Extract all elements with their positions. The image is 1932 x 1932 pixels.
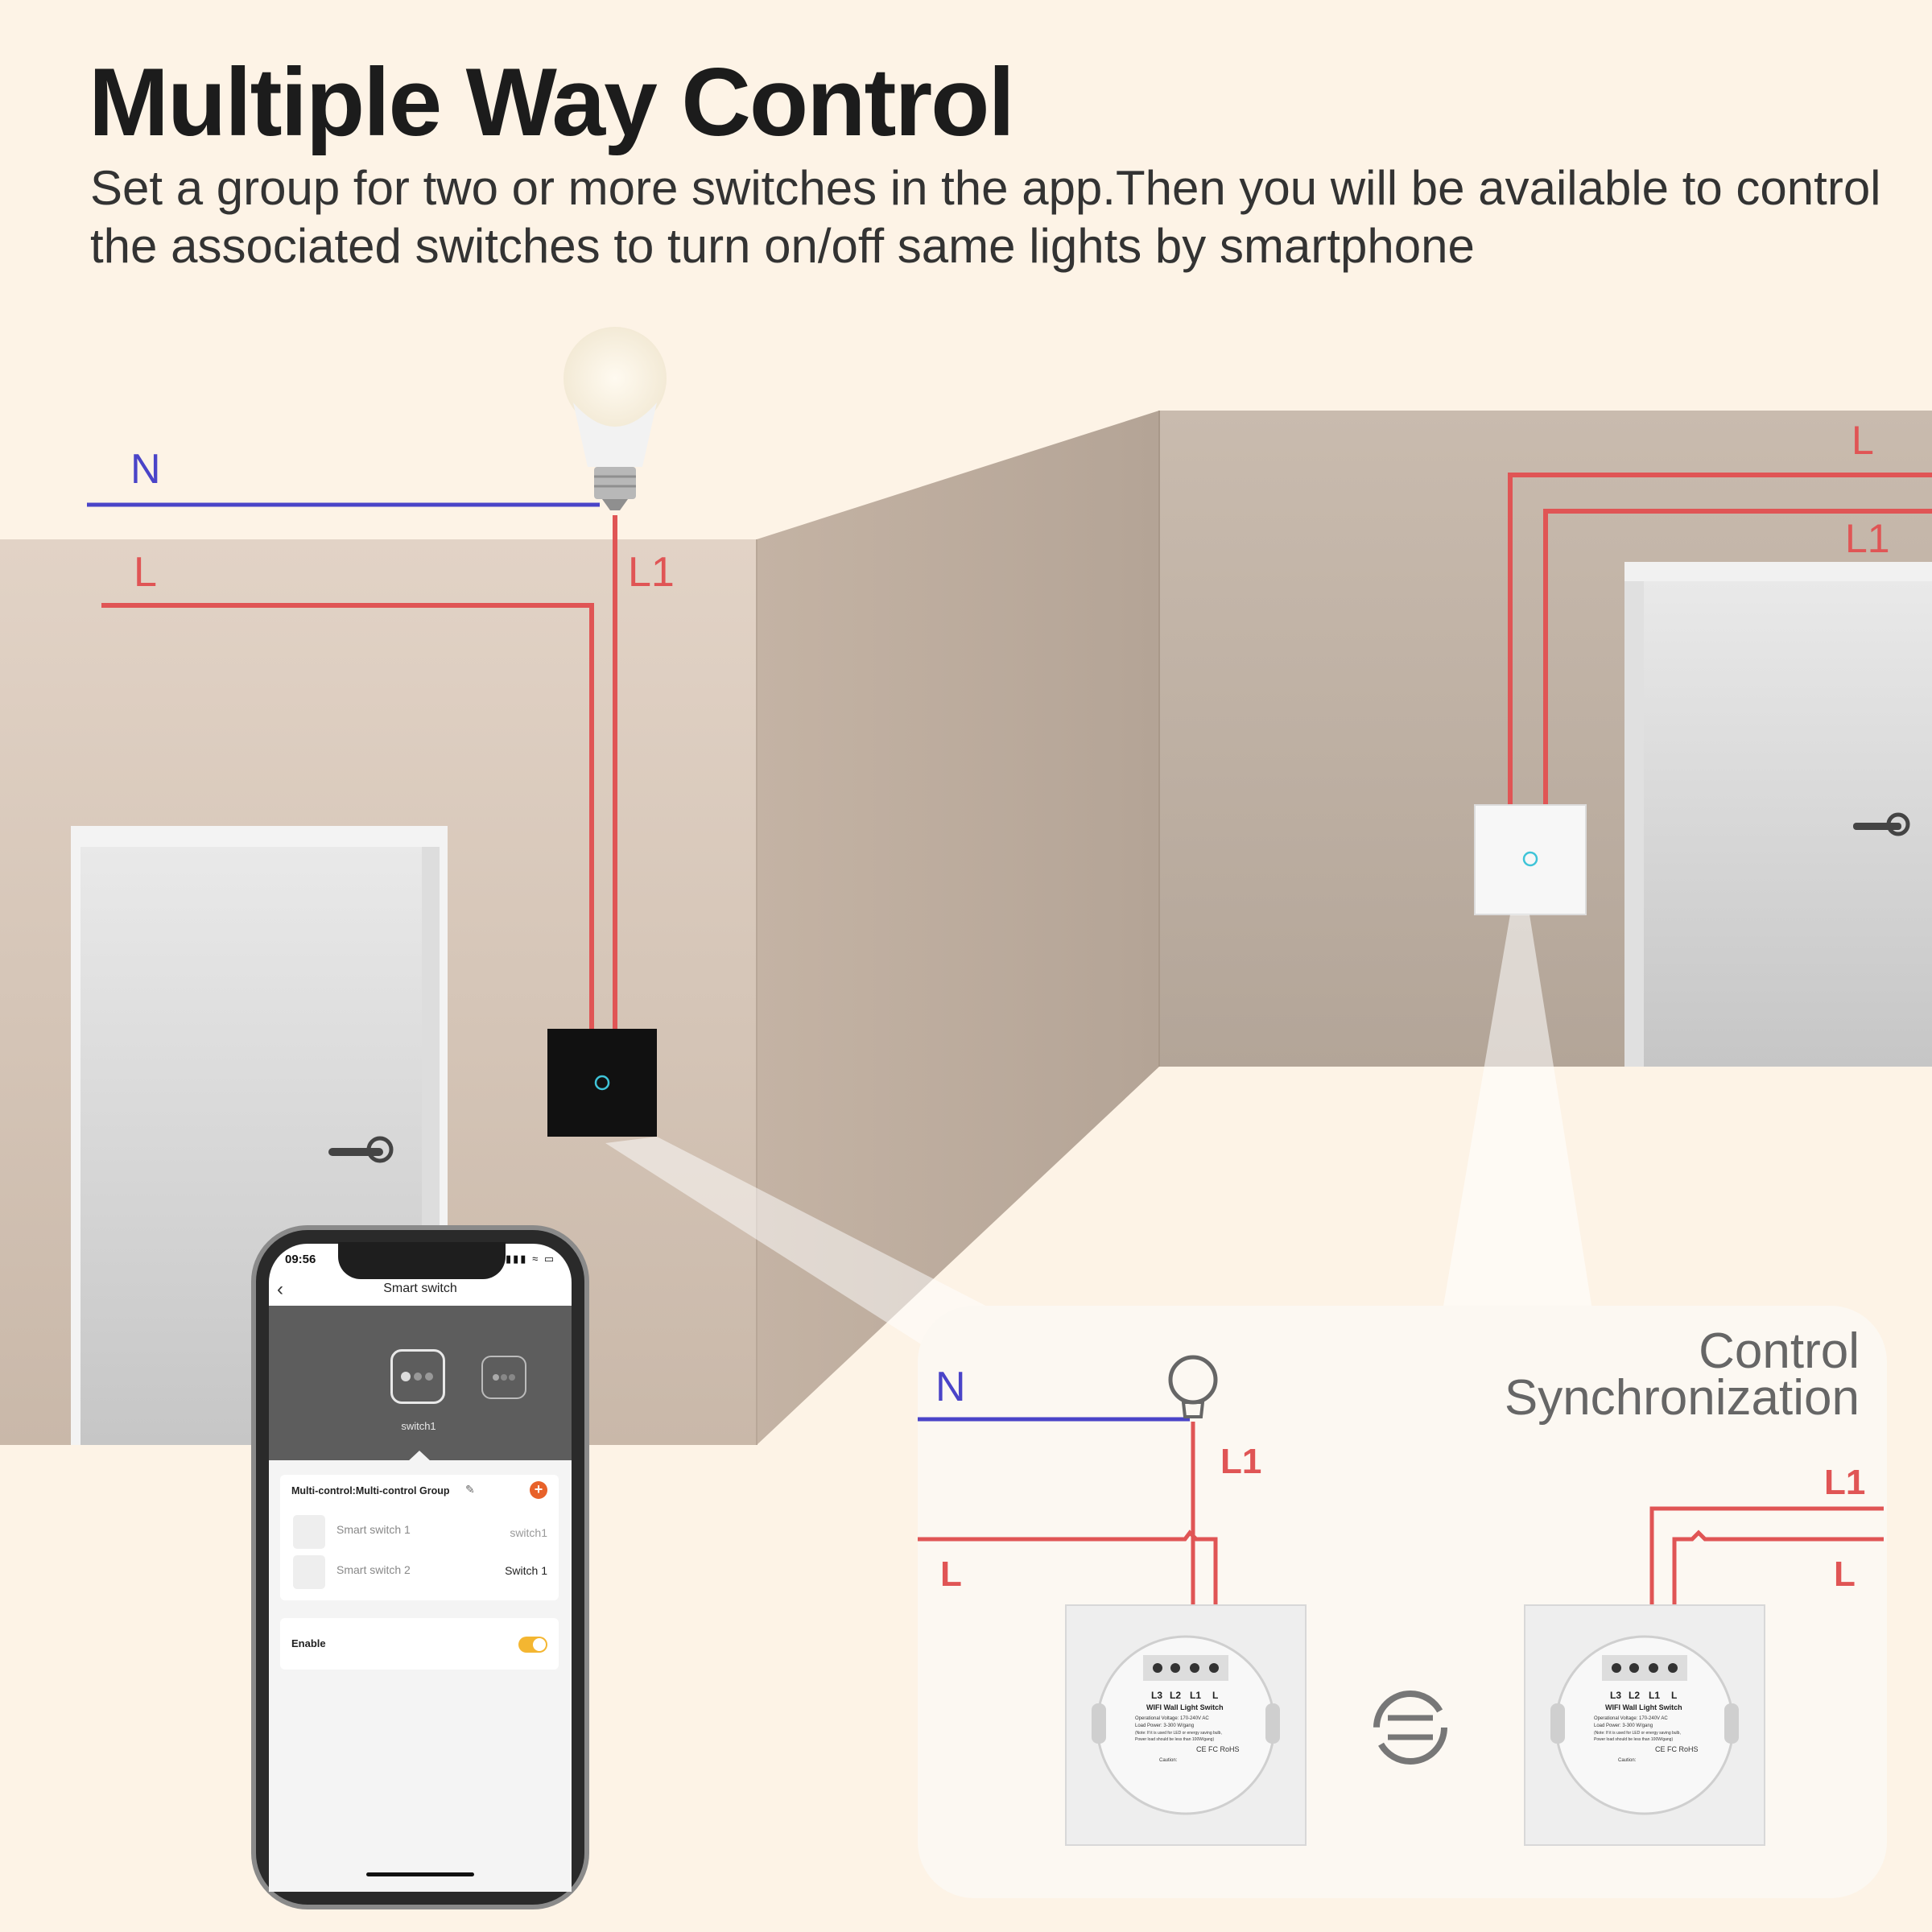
terminal-l2: L2: [1170, 1690, 1181, 1701]
page-subtitle: Set a group for two or more switches in …: [90, 161, 1881, 273]
terminal-l3-right: L3: [1610, 1690, 1621, 1701]
switch-back-left: [1065, 1604, 1307, 1846]
spec-1-right: Operational Voltage: 170-240V AC: [1594, 1716, 1668, 1721]
phone-notch: [338, 1242, 506, 1279]
multi-control-card: [280, 1475, 559, 1600]
switch1-tile[interactable]: [390, 1349, 445, 1404]
right-door-handle: [1853, 823, 1901, 830]
spec-3-right: (Note: If it is used for LED or energy s…: [1594, 1731, 1681, 1736]
enable-card: [280, 1618, 559, 1670]
product-label: WIFI Wall Light Switch: [1146, 1703, 1224, 1711]
caution-label-right: Caution:: [1618, 1758, 1637, 1763]
control-sync-title: Control Synchronization: [1368, 1323, 1860, 1426]
spec-4-right: Power load should be less than 100W/gang…: [1594, 1737, 1673, 1742]
row2-icon: [293, 1555, 325, 1589]
terminal-l-right: L: [1671, 1690, 1677, 1701]
cert-label: CE FC RoHS: [1196, 1745, 1240, 1753]
row1-name: Smart switch 1: [336, 1523, 411, 1536]
switch-indicator-icon: [594, 1075, 610, 1091]
label-l1-right: L1: [1845, 516, 1890, 561]
label-l-right: L: [1852, 418, 1874, 463]
plus-icon[interactable]: +: [530, 1481, 547, 1499]
row2-name: Smart switch 2: [336, 1563, 411, 1576]
label-l-top: L: [134, 549, 157, 596]
group-label: Multi-control:Multi-control Group: [291, 1485, 450, 1496]
bulb-outline-icon: [1168, 1355, 1218, 1418]
pointer-caret: [407, 1451, 431, 1462]
enable-label: Enable: [291, 1637, 326, 1649]
white-wall-switch: [1474, 804, 1587, 915]
terminal-l1-right: L1: [1649, 1690, 1660, 1701]
home-indicator: [366, 1872, 474, 1876]
black-wall-switch: [547, 1029, 657, 1137]
page-title: Multiple Way Control: [89, 48, 1015, 156]
terminal-l1: L1: [1190, 1690, 1201, 1701]
sync-icon: [1373, 1690, 1447, 1765]
edit-icon[interactable]: ✎: [465, 1483, 475, 1496]
label-l1-inset-right: L1: [1824, 1463, 1865, 1502]
left-door-handle: [328, 1148, 383, 1156]
control-sync-line2: Synchronization: [1504, 1370, 1860, 1426]
app-header-title: Smart switch: [383, 1282, 457, 1295]
light-bulb-icon: [564, 327, 667, 510]
control-sync-line1: Control: [1699, 1323, 1860, 1379]
toggle-knob: [533, 1638, 546, 1651]
spec-1: Operational Voltage: 170-240V AC: [1135, 1716, 1209, 1721]
cert-label-right: CE FC RoHS: [1655, 1745, 1699, 1753]
spec-4: Power load should be less than 100W/gang…: [1135, 1737, 1214, 1742]
caution-label: Caution:: [1159, 1758, 1178, 1763]
label-l1-inset-left: L1: [1220, 1442, 1261, 1481]
spec-3: (Note: If it is used for LED or energy s…: [1135, 1731, 1222, 1736]
terminal-l: L: [1212, 1690, 1218, 1701]
label-l-inset-right: L: [1834, 1554, 1856, 1594]
label-l1-top: L1: [628, 549, 675, 596]
switch2-tile[interactable]: [481, 1356, 526, 1399]
row2-value[interactable]: Switch 1: [505, 1564, 547, 1577]
live-wire-left: [101, 603, 594, 1030]
switch1-label: switch1: [401, 1420, 436, 1432]
product-label-right: WIFI Wall Light Switch: [1605, 1703, 1682, 1711]
status-icons: ▮▮▮ ≈ ▭: [506, 1253, 556, 1265]
back-arrow-icon[interactable]: ‹: [277, 1278, 283, 1300]
status-time: 09:56: [285, 1253, 316, 1266]
switch-back-right: [1524, 1604, 1765, 1846]
label-n-top: N: [130, 446, 161, 493]
spec-2-right: Load Power: 3-300 W/gang: [1594, 1724, 1653, 1728]
middle-wall: [757, 411, 1159, 1445]
spec-2: Load Power: 3-300 W/gang: [1135, 1724, 1194, 1728]
switch-selector-panel: [269, 1306, 572, 1460]
label-l-inset-left: L: [940, 1554, 962, 1594]
live-wire-right: [1508, 473, 1932, 805]
terminal-l3: L3: [1151, 1690, 1162, 1701]
label-n-inset: N: [935, 1364, 966, 1410]
row1-value[interactable]: switch1: [510, 1526, 547, 1539]
l1-wire-right: [1543, 509, 1932, 805]
terminal-l2-right: L2: [1629, 1690, 1640, 1701]
row1-icon: [293, 1515, 325, 1549]
